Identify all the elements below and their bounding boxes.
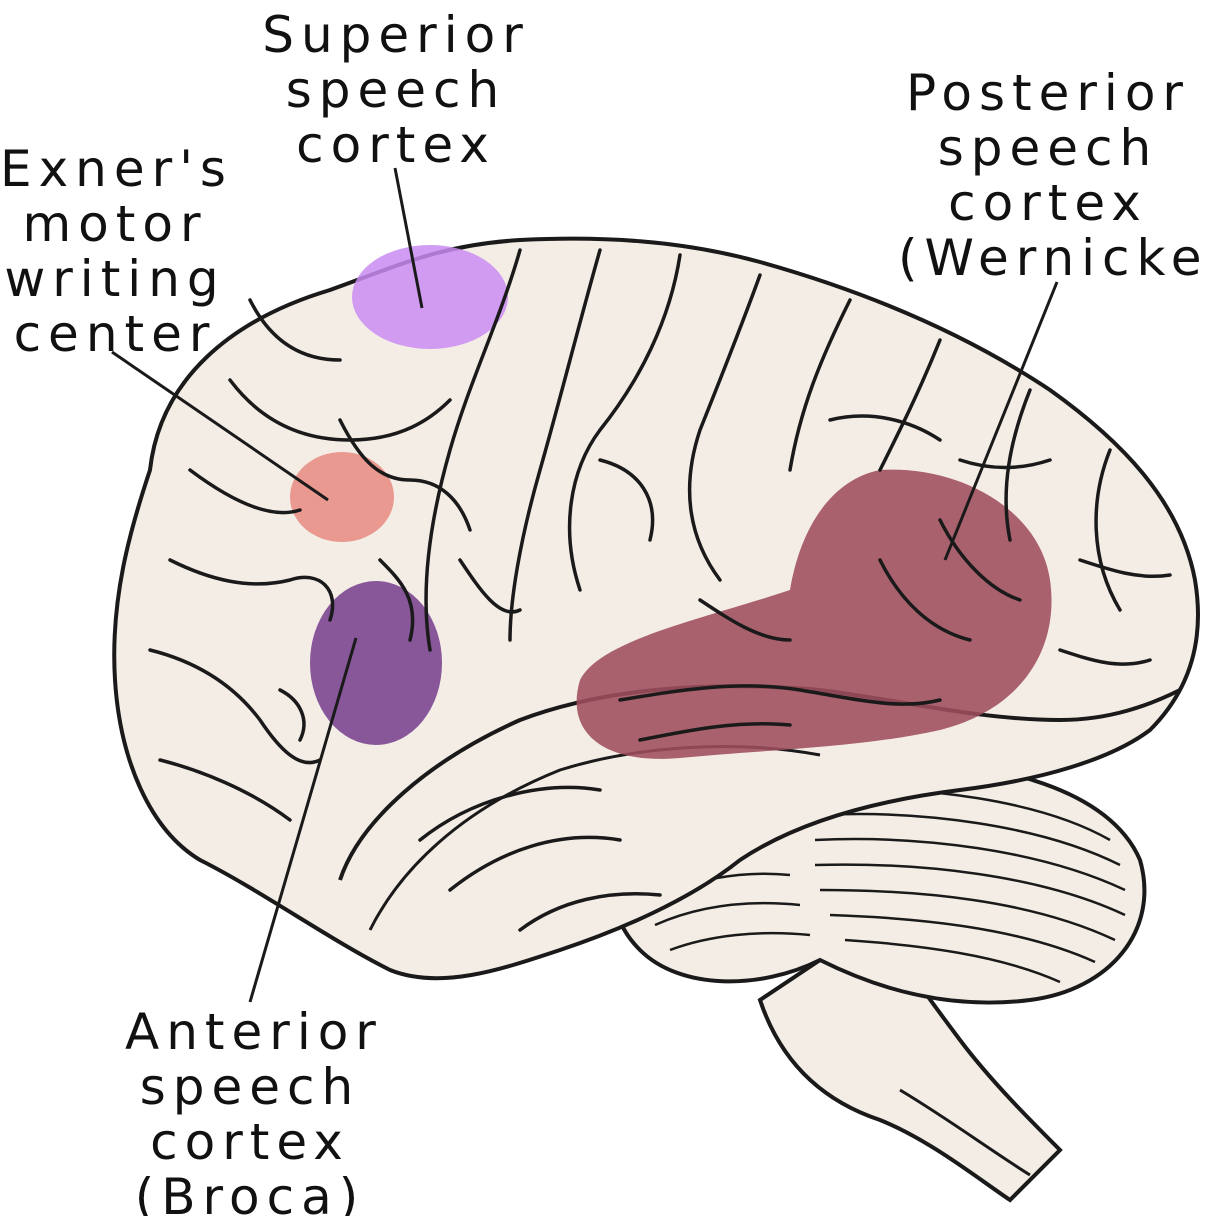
- superior-speech-cortex-label: Superior speech cortex: [262, 8, 530, 173]
- superior-label-line-3: cortex: [262, 118, 530, 173]
- anterior-speech-cortex-label: Anterior speech cortex (Broca): [125, 1005, 375, 1216]
- superior-label-line-2: speech: [262, 63, 530, 118]
- superior-speech-region: [352, 245, 508, 349]
- posterior-label-line-3: cortex: [898, 176, 1198, 231]
- exner-motor-writing-center-label: Exner's motor writing center: [0, 142, 230, 362]
- superior-label-line-1: Superior: [262, 8, 530, 63]
- exner-label-line-1: Exner's: [0, 142, 230, 197]
- posterior-label-line-2: speech: [898, 121, 1198, 176]
- anterior-label-line-3: cortex: [125, 1115, 375, 1170]
- exner-label-line-2: motor: [0, 197, 230, 252]
- anterior-label-line-1: Anterior: [125, 1005, 375, 1060]
- anterior-label-line-2: speech: [125, 1060, 375, 1115]
- exner-region: [290, 452, 394, 542]
- posterior-speech-cortex-label: Posterior speech cortex (Wernicke): [898, 66, 1198, 286]
- anterior-label-line-4: (Broca): [125, 1170, 375, 1216]
- exner-label-line-3: writing: [0, 252, 230, 307]
- posterior-label-line-4: (Wernicke): [898, 231, 1198, 286]
- posterior-label-line-1: Posterior: [898, 66, 1198, 121]
- broca-region: [310, 581, 442, 745]
- exner-label-line-4: center: [0, 307, 230, 362]
